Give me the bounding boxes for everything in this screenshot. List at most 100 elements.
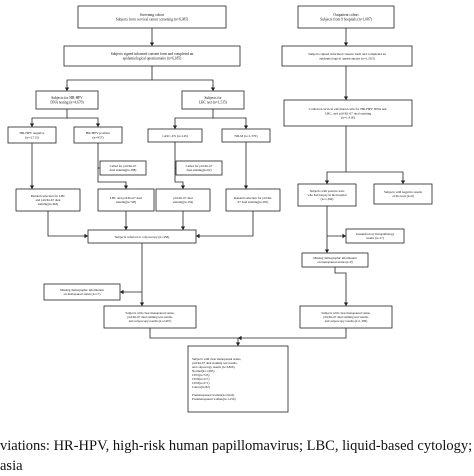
flowchart-boxes <box>7 5 433 413</box>
arrowhead-13 <box>243 185 249 189</box>
missing-right-text-2: on menopausal status (n=0) <box>317 260 352 264</box>
negative-text-2: of the tests (n=0) <box>392 194 414 198</box>
connector-28 <box>149 328 239 346</box>
consent-left-box <box>63 45 241 67</box>
final-right-text-1: Subjects with clear menopausal status, <box>321 311 370 316</box>
total-box <box>187 345 289 413</box>
unsatisfactory-box <box>345 228 405 244</box>
random-1-box <box>15 188 81 212</box>
connector-7 <box>213 117 247 129</box>
lbc-p16-text-2: staining(n=728) <box>116 200 136 204</box>
outpatient-text-1: Outpatient cohort <box>333 13 358 17</box>
arrowhead-15 <box>123 226 129 230</box>
arrowhead-8 <box>29 185 35 189</box>
collected-text-2: LBC, and p16/Ki-67 dual staining <box>325 111 372 116</box>
random-1-text-3: staining(n=463) <box>38 202 58 206</box>
caption-line-1: viations: HR-HPV, high-risk human papill… <box>0 438 474 454</box>
missing-right-box <box>301 252 369 268</box>
consent-right-box <box>281 45 413 67</box>
arrowhead-22 <box>324 180 330 184</box>
arrowhead-28 <box>235 342 241 346</box>
ascus-text-1: ≥ASC-US (n=145) <box>162 134 188 138</box>
total-text-8: Cancer(n=82) <box>192 385 210 389</box>
community-text-1: Screening cohort <box>140 13 164 17</box>
hpv-pos-box <box>73 126 123 144</box>
hpv-neg-text-1: HR-HPV negative <box>20 131 45 135</box>
community-text-2: Subjects from cervical cancer screening … <box>116 18 189 23</box>
negative-text-1: Subjects with negative results <box>384 190 423 194</box>
arrowhead-24 <box>324 249 330 253</box>
arrowhead-7 <box>243 125 249 129</box>
outpatient-box <box>297 5 395 29</box>
consent-right-text-2: epidemiological questionnaire (n=1,503) <box>319 56 374 61</box>
total-text-4: Normal(n=1,695) <box>192 369 214 374</box>
final-left-text-2: p16/Ki-67 dual staining test results, <box>127 315 173 320</box>
collected-text-3: (n=1,416) <box>341 116 355 121</box>
total-text-11: Postmenopausal women(n=1,250) <box>192 397 236 402</box>
arrowhead-17 <box>196 233 200 239</box>
connector-2 <box>66 66 153 91</box>
arrowhead-10 <box>123 185 129 189</box>
lbc-left-text-1: Subjects for <box>204 96 222 100</box>
collected-box <box>283 99 413 127</box>
community-box <box>77 5 227 29</box>
negative-box <box>373 183 433 205</box>
total-text-5: CIN1(n=723) <box>192 373 209 377</box>
hpv-neg-box <box>7 126 57 144</box>
unsatisfactory-text-2: results (n=17) <box>366 236 384 240</box>
arrowhead-26 <box>343 302 349 306</box>
hpv-box <box>35 90 99 110</box>
arrowhead-1 <box>149 42 155 46</box>
p16-only-text-1: p16/Ki-67 dual <box>173 196 193 200</box>
arrowhead-25 <box>342 233 346 239</box>
arrowhead-4 <box>29 123 35 127</box>
ascus-box <box>147 128 203 143</box>
called-2-text-1: Called for p16/Ki-67 <box>186 164 213 168</box>
total-text-3: and colposcopy results (n=3,866) <box>192 365 235 370</box>
final-left-box <box>103 305 197 329</box>
final-left-text-3: and colposcopy results (n=2,467) <box>129 319 172 324</box>
missing-left-box <box>43 283 121 301</box>
random-2-text-2: 67 dual staining(n=265) <box>238 200 269 204</box>
final-right-text-3: and colposcopy results (n=1,399) <box>325 319 368 324</box>
collected-text-1: Collected cervical exfoliated cells for … <box>309 107 388 112</box>
arrowhead-6 <box>172 125 178 129</box>
arrowhead-20 <box>343 42 349 46</box>
arrowhead-18 <box>139 302 145 306</box>
arrowhead-2 <box>64 87 70 91</box>
outpatient-text-2: Subjects from 9 hospitals (n=1,687) <box>320 18 372 23</box>
colpo-box <box>87 229 197 244</box>
connector-22 <box>326 126 347 184</box>
connector-26 <box>334 267 347 306</box>
random-1-text-2: and p16/Ki-67 dual <box>36 198 61 202</box>
missing-left-text-1: Missing demographic information <box>60 288 104 292</box>
p16-only-box <box>155 188 211 212</box>
total-text-10: Premenopausal women(n=2,616) <box>192 393 234 398</box>
connector-17 <box>196 211 254 237</box>
called-1-text-2: dual staining(n=188) <box>110 168 137 172</box>
called-2-text-2: dual staining(n=62) <box>186 168 211 172</box>
connector-14 <box>47 211 88 237</box>
lbc-left-text-2: LBC test (n=1,515) <box>199 101 228 106</box>
p16-only-text-2: staining(n=134) <box>173 200 193 204</box>
consent-left-text-1: Subjects signed informed consent form an… <box>111 52 194 56</box>
arrowhead-21 <box>343 96 349 100</box>
arrowhead-16 <box>180 226 186 230</box>
final-right-text-2: p16/Ki-67 dual staining test results, <box>323 315 369 320</box>
consent-left-text-2: epidemiological questionnaire (n=6,185) <box>123 57 182 62</box>
biopsy-text-1: Subjects with positive tests <box>310 189 345 193</box>
caption-line-2: asia <box>0 458 23 474</box>
called-1-text-1: Called for p16/Ki-67 <box>110 164 137 168</box>
hpv-text-2: DNA testing (n=4,670) <box>50 101 84 106</box>
missing-right-text-1: Missing demographic information <box>313 256 357 260</box>
connector-3 <box>152 79 214 91</box>
connector-23 <box>346 171 404 184</box>
arrowhead-3 <box>210 87 216 91</box>
figure-caption: viations: HR-HPV, high-risk human papill… <box>0 436 474 476</box>
lbc-left-box <box>181 90 245 110</box>
lbc-p16-box <box>97 188 155 212</box>
hpv-pos-text-1: HR-HPV positive <box>86 131 111 135</box>
final-right-box <box>299 305 393 329</box>
arrowhead-23 <box>400 180 406 184</box>
